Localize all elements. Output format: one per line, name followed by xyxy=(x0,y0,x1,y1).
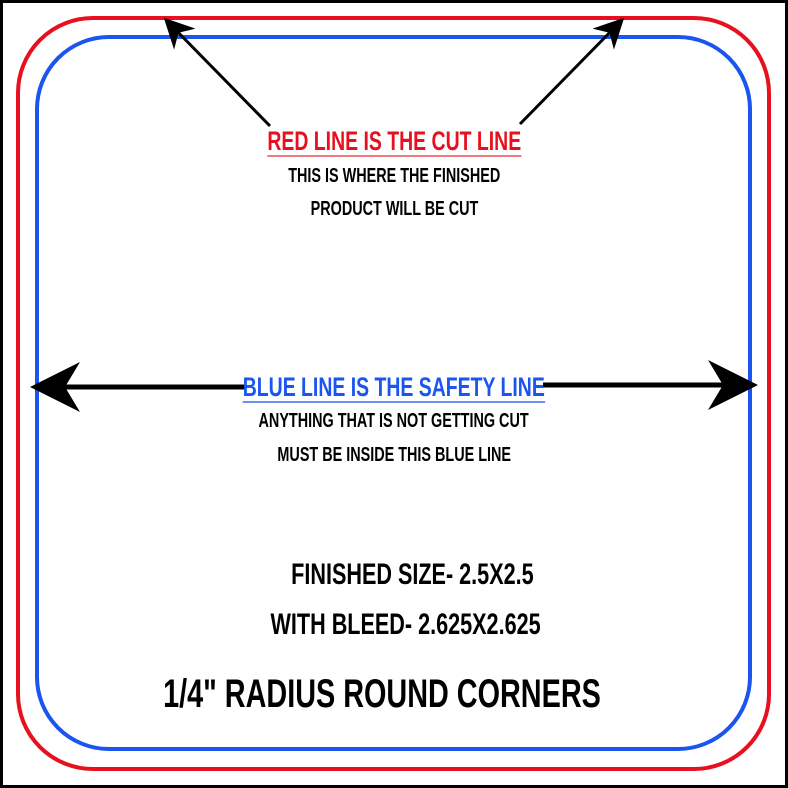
round-corners-note: 1/4" RADIUS ROUND CORNERS xyxy=(163,672,601,716)
safety-line-desc-1: ANYTHING THAT IS NOT GETTING CUT xyxy=(258,410,530,432)
cut-line xyxy=(16,16,771,771)
safety-line-heading: BLUE LINE IS THE SAFETY LINE xyxy=(242,372,546,403)
cut-line-heading: RED LINE IS THE CUT LINE xyxy=(267,126,521,157)
arrow-right-top xyxy=(518,17,625,126)
arrow-left-top xyxy=(163,17,272,128)
finished-size: FINISHED SIZE- 2.5X2.5 xyxy=(290,558,534,591)
cut-line-desc-1: THIS IS WHERE THE FINISHED xyxy=(287,165,501,187)
safety-line-desc-2: MUST BE INSIDE THIS BLUE LINE xyxy=(277,444,511,466)
cut-line-desc-2: PRODUCT WILL BE CUT xyxy=(310,198,478,220)
with-bleed-size: WITH BLEED- 2.625X2.625 xyxy=(270,608,542,641)
